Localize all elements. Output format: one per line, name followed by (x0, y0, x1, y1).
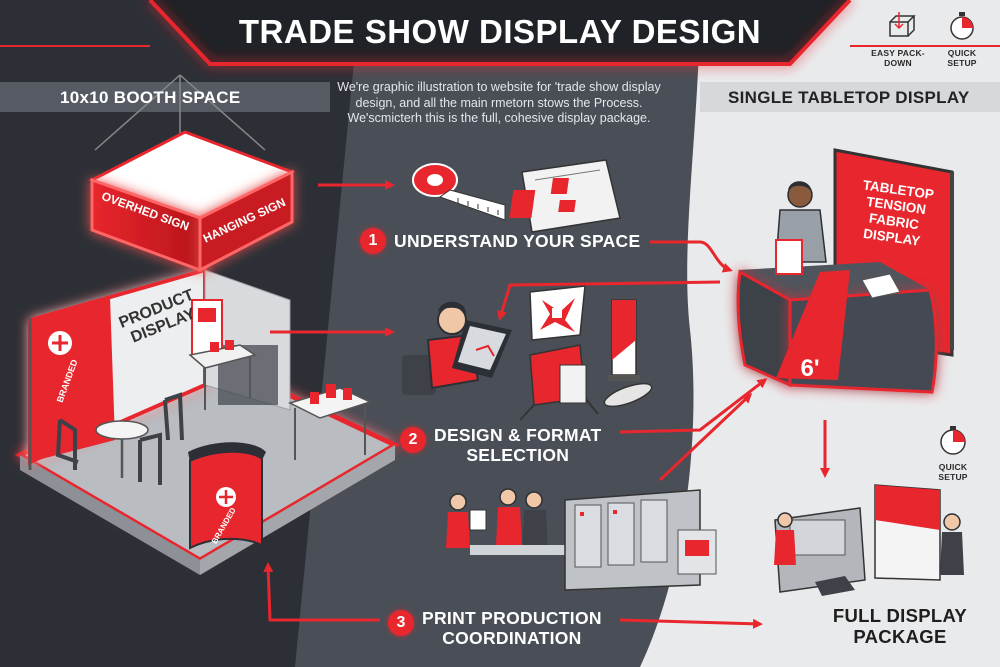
display-format-icons (519, 285, 653, 421)
printing-press (564, 489, 717, 591)
booth-illustration (14, 74, 401, 575)
booth-floor-edge (20, 455, 200, 575)
step-2-number: 2 (400, 427, 426, 453)
right-label-bar (700, 82, 1000, 112)
seating-area (55, 392, 184, 485)
step-3-title-line1: PRINT PRODUCTION (422, 608, 602, 628)
quick-setup-label: QUICK SETUP (947, 48, 977, 68)
product-table (287, 384, 373, 460)
arrow-step3-to-package (619, 618, 763, 629)
table-size-text: 6' (800, 355, 819, 382)
full-package-illustration (774, 484, 964, 596)
arrow-step3-to-booth (263, 562, 380, 622)
table-runner (776, 270, 850, 380)
shelf-display (188, 299, 257, 410)
step-3-title: PRINT PRODUCTION COORDINATION (422, 608, 602, 648)
easy-pack-down-label: EASY PACK-DOWN (871, 48, 925, 68)
hanging-sign-side (198, 169, 294, 273)
tabletop-display-label: SINGLE TABLETOP DISPLAY (728, 88, 970, 107)
hanging-sign (88, 74, 296, 273)
full-display-package-label: FULL DISPLAY PACKAGE (832, 605, 968, 647)
step-2-title-line2: SELECTION (466, 445, 570, 465)
step-2-title-line1: DESIGN & FORMAT (434, 425, 602, 445)
quick-setup-label-secondary: QUICK SETUP (938, 462, 968, 482)
designer-with-tablet (402, 301, 512, 395)
arrow-tabletop-to-step2 (497, 280, 721, 321)
title-banner (0, 0, 1000, 66)
step-3-title-line2: COORDINATION (442, 628, 582, 648)
stopwatch-icon-secondary (940, 426, 966, 455)
arrow-press-to-tabletop (658, 392, 753, 482)
step-3: 3 PRINT PRODUCTION COORDINATION (388, 608, 602, 648)
left-label-bar (0, 82, 330, 112)
step-2-title: DESIGN & FORMAT SELECTION (434, 425, 602, 465)
step-2: 2 DESIGN & FORMAT SELECTION (400, 425, 602, 465)
tabletop-display (736, 148, 954, 394)
stopwatch-icon (950, 12, 974, 40)
measuring-tape-icon (412, 163, 506, 221)
booth-space-label: 10x10 BOOTH SPACE (60, 88, 241, 107)
page-title: TRADE SHOW DISPLAY DESIGN (238, 13, 762, 50)
floor-plan-icon (509, 159, 621, 233)
step-1-number: 1 (360, 228, 386, 254)
easy-pack-down-icon (889, 12, 916, 37)
branded-counter (188, 442, 266, 550)
intro-text: We're graphic illustration to website fo… (337, 80, 661, 125)
tabletop-banner-text: TABLETOP TENSION FABRIC DISPLAY (861, 177, 935, 249)
arrow-step1-to-tabletop (650, 240, 733, 273)
step-3-number: 3 (388, 610, 414, 636)
flow-arrows (263, 180, 830, 629)
step-1: 1 UNDERSTAND YOUR SPACE (360, 228, 640, 254)
step-1-title: UNDERSTAND YOUR SPACE (394, 231, 641, 251)
